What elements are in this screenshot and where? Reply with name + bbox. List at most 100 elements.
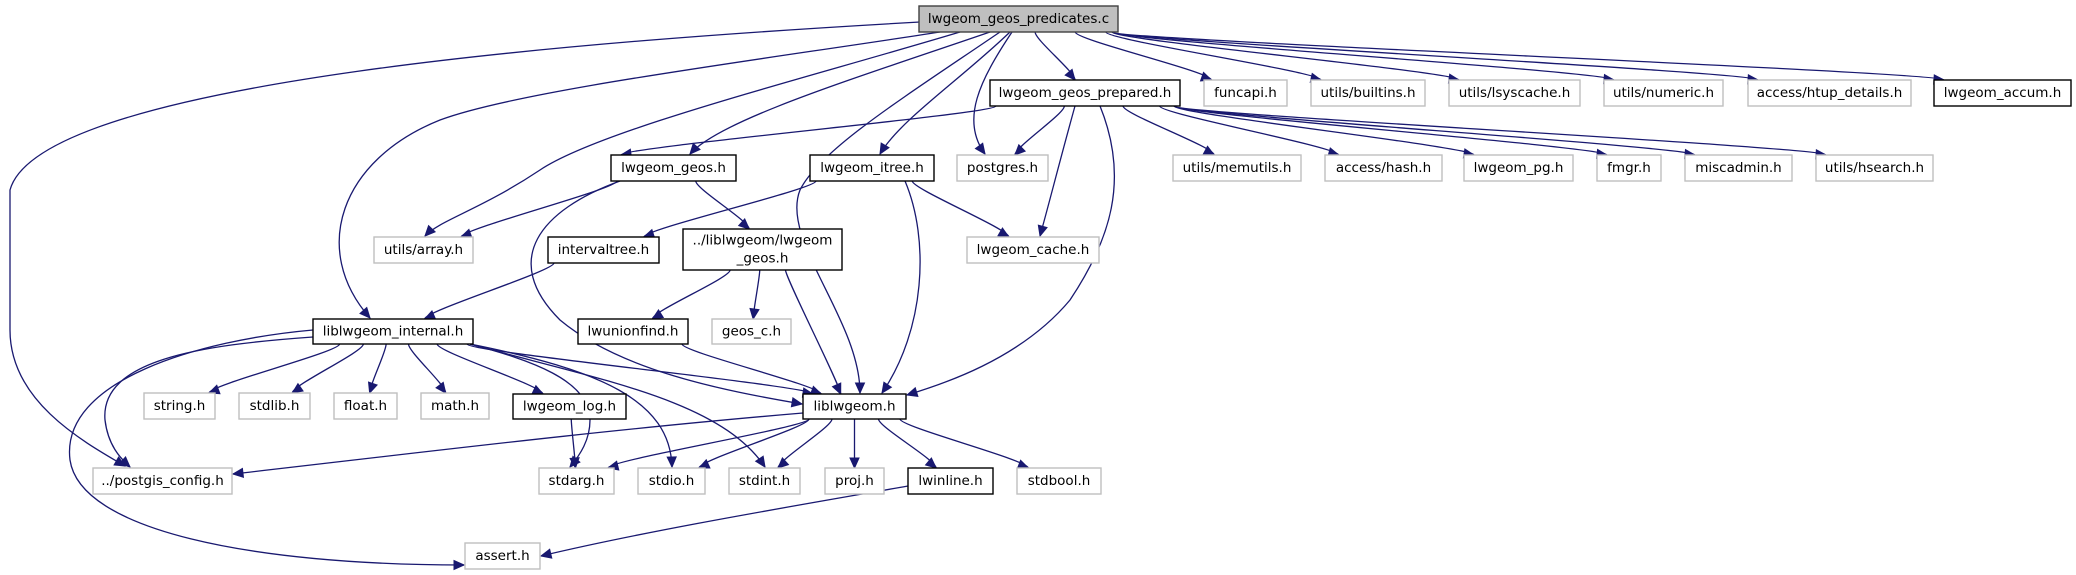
node-fmgr: fmgr.h bbox=[1596, 154, 1662, 182]
edge-line bbox=[460, 180, 618, 238]
node-box bbox=[1016, 467, 1102, 495]
node-box[interactable] bbox=[512, 393, 627, 420]
node-label: lwgeom_cache.h bbox=[977, 242, 1090, 258]
node-postgres: postgres.h bbox=[956, 154, 1049, 182]
edge-line bbox=[1111, 31, 1945, 81]
node-internal[interactable]: liblwgeom_internal.h bbox=[312, 318, 474, 345]
node-label: lwgeom_accum.h bbox=[1944, 85, 2062, 101]
node-label: stdlib.h bbox=[250, 398, 300, 414]
node-liblwgeom[interactable]: liblwgeom.h bbox=[802, 393, 907, 420]
node-box[interactable] bbox=[577, 318, 689, 345]
edge-line bbox=[784, 269, 842, 395]
node-box[interactable] bbox=[918, 5, 1119, 33]
nodes-layer: lwgeom_geos_predicates.c lwgeom_geos_prep… bbox=[92, 5, 2072, 570]
node-box bbox=[1603, 79, 1724, 107]
node-box bbox=[238, 392, 311, 420]
edge-root-to-accum bbox=[1111, 31, 1946, 85]
node-proj: proj.h bbox=[824, 467, 885, 495]
edge-lwgeom_geos-to-lib_lwgeom_geos bbox=[695, 180, 751, 230]
node-label: utils/array.h bbox=[384, 242, 463, 258]
edge-internal-to-assert bbox=[68, 329, 466, 571]
node-box bbox=[420, 392, 490, 420]
node-box[interactable] bbox=[312, 318, 474, 345]
node-hsearch: utils/hsearch.h bbox=[1815, 154, 1934, 182]
edge-root-to-liblwgeom bbox=[796, 31, 1001, 395]
node-box bbox=[1684, 154, 1793, 182]
node-box bbox=[1463, 154, 1574, 182]
edge-internal-to-float bbox=[367, 343, 387, 395]
node-itree[interactable]: lwgeom_itree.h bbox=[809, 154, 935, 182]
edge-line bbox=[607, 418, 810, 469]
node-label: ../liblwgeom/lwgeom bbox=[693, 233, 833, 249]
edge-line bbox=[104, 336, 314, 468]
edge-root-to-itree bbox=[879, 31, 1011, 156]
edge-liblwgeom-to-proj bbox=[849, 419, 860, 470]
arrowhead-icon bbox=[879, 142, 890, 156]
node-box[interactable] bbox=[907, 467, 994, 495]
arrowhead-icon bbox=[849, 457, 860, 470]
arrowhead-icon bbox=[231, 467, 245, 479]
edge-internal-to-math bbox=[407, 343, 447, 394]
node-label: string.h bbox=[154, 398, 206, 414]
node-box[interactable] bbox=[610, 154, 737, 182]
edge-line bbox=[906, 105, 1116, 396]
edge-line bbox=[689, 31, 991, 155]
node-lwinline[interactable]: lwinline.h bbox=[907, 467, 994, 495]
node-label: lwgeom_geos_prepared.h bbox=[999, 85, 1172, 101]
arrowhead-icon bbox=[291, 382, 304, 394]
node-box bbox=[956, 154, 1049, 182]
edge-line bbox=[466, 343, 814, 395]
edge-line bbox=[232, 412, 804, 475]
node-unionfind[interactable]: lwunionfind.h bbox=[577, 318, 689, 345]
node-box[interactable] bbox=[809, 154, 935, 182]
edge-root-to-postgres bbox=[973, 31, 1013, 155]
node-lwgeom-geos[interactable]: lwgeom_geos.h bbox=[610, 154, 737, 182]
node-label: ../postgis_config.h bbox=[101, 473, 224, 489]
edge-geos_prepared-to-memutils bbox=[1122, 105, 1216, 156]
node-box[interactable] bbox=[682, 228, 843, 271]
edge-internal-to-stdlib bbox=[291, 343, 365, 394]
edge-itree-to-intervaltree bbox=[642, 180, 817, 239]
node-box[interactable] bbox=[1933, 79, 2072, 107]
node-label: stdint.h bbox=[739, 473, 790, 489]
edge-liblwgeom-to-postgis_config bbox=[231, 412, 804, 479]
node-box bbox=[1310, 79, 1426, 107]
node-box bbox=[1172, 154, 1302, 182]
edge-internal-to-postgis_config bbox=[104, 336, 314, 468]
edge-line bbox=[436, 343, 544, 395]
node-numeric: utils/numeric.h bbox=[1603, 79, 1724, 107]
node-box bbox=[1815, 154, 1934, 182]
edge-line bbox=[698, 418, 810, 469]
arrowhead-icon bbox=[453, 559, 466, 571]
node-stdio: stdio.h bbox=[637, 467, 706, 495]
node-label: access/hash.h bbox=[1336, 160, 1431, 176]
edge-line bbox=[879, 31, 1011, 155]
node-intervaltree[interactable]: intervaltree.h bbox=[547, 236, 660, 264]
node-log[interactable]: lwgeom_log.h bbox=[512, 393, 627, 420]
node-accum[interactable]: lwgeom_accum.h bbox=[1933, 79, 2072, 107]
edge-line bbox=[1173, 105, 1696, 156]
node-geos-prepared[interactable]: lwgeom_geos_prepared.h bbox=[989, 79, 1181, 107]
node-assert: assert.h bbox=[464, 542, 541, 570]
node-lib-lwgeom-geos[interactable]: ../liblwgeom/lwgeom_geos.h bbox=[682, 228, 843, 271]
node-box[interactable] bbox=[989, 79, 1181, 107]
edge-line bbox=[881, 180, 921, 394]
edge-geos_prepared-to-postgres bbox=[1014, 105, 1066, 156]
node-label: miscadmin.h bbox=[1695, 160, 1782, 176]
node-box bbox=[728, 467, 801, 495]
edge-geos_prepared-to-cache bbox=[1037, 105, 1076, 238]
node-box bbox=[1448, 79, 1581, 107]
arrowhead-icon bbox=[790, 397, 804, 408]
node-box[interactable] bbox=[802, 393, 907, 420]
node-array: utils/array.h bbox=[373, 236, 474, 264]
edge-log-to-stdarg bbox=[569, 418, 580, 470]
edge-lib_lwgeom_geos-to-geos_c bbox=[749, 269, 761, 321]
edge-lib_lwgeom_geos-to-unionfind bbox=[651, 269, 731, 320]
node-root[interactable]: lwgeom_geos_predicates.c bbox=[918, 5, 1119, 33]
arrowhead-icon bbox=[118, 456, 131, 468]
edge-line bbox=[1111, 31, 1615, 81]
node-box[interactable] bbox=[547, 236, 660, 264]
node-lsyscache: utils/lsyscache.h bbox=[1448, 79, 1581, 107]
edge-line bbox=[1122, 105, 1215, 156]
node-box bbox=[711, 318, 792, 345]
